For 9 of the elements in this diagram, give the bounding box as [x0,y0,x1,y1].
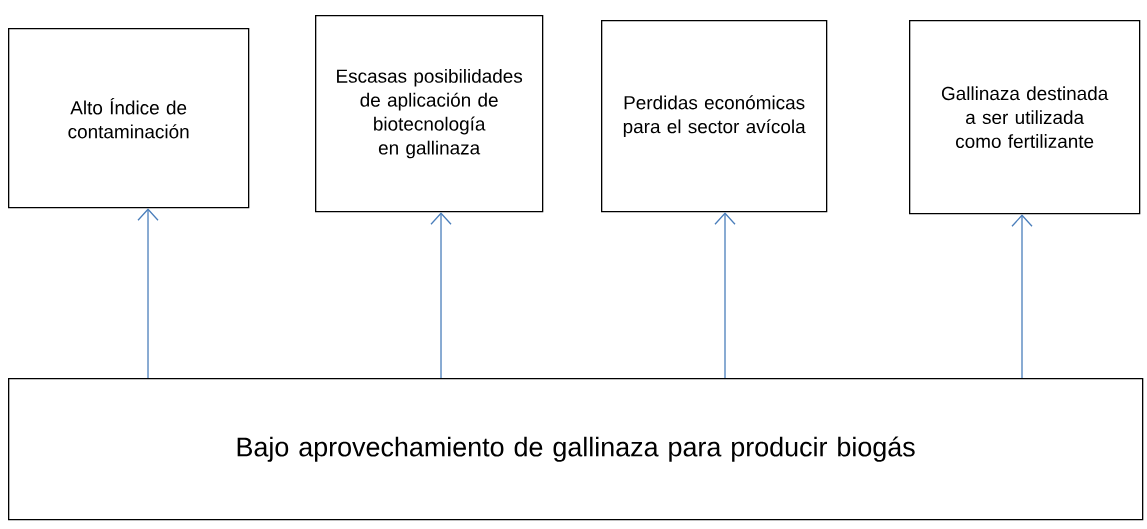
cause-box: Escasas posibilidades de aplicación de biotecnología en gallinaza [315,15,544,213]
arrow [1011,214,1033,379]
arrow [137,208,159,379]
cause-box: Gallinaza destinada a ser utilizada como fertilizante [909,20,1141,215]
arrow [714,212,736,379]
cause-box: Alto Índice de contaminación [8,28,250,209]
arrow [430,212,452,379]
cause-box: Perdidas económicas para el sector avícola [601,20,828,213]
problem-box: Bajo aprovechamiento de gallinaza para producir biogás [8,378,1144,521]
